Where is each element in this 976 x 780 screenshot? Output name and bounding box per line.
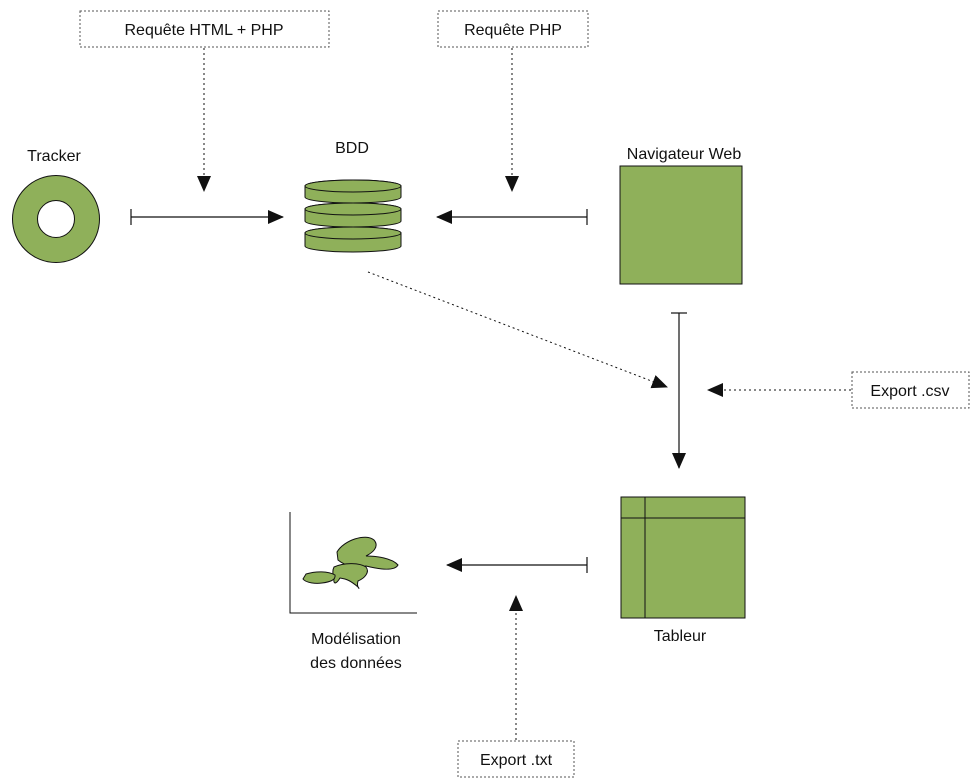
tableur-node: Tableur [620, 496, 746, 645]
arrow-tableur-to-modelisation [446, 557, 588, 573]
navigateur-node: Navigateur Web [619, 146, 743, 285]
annotation-requete-html-php: Requête HTML + PHP [79, 10, 330, 48]
annotation-export-txt: Export .txt [457, 740, 575, 778]
bdd-node: BDD [304, 140, 402, 253]
annotation-requete-php: Requête PHP [437, 10, 589, 48]
arrow-tracker-to-bdd [130, 209, 284, 225]
annotation-export-csv: Export .csv [851, 371, 970, 409]
annotation-export-csv-label: Export .csv [870, 383, 949, 400]
modelisation-node: Modélisation des données [289, 512, 417, 672]
tableur-label: Tableur [654, 628, 707, 645]
ring-icon [12, 175, 100, 263]
scatter-plot-icon [289, 512, 417, 614]
database-icon [304, 179, 402, 253]
bdd-label: BDD [335, 140, 369, 157]
annotation-export-txt-label: Export .txt [480, 752, 553, 769]
tracker-node: Tracker [12, 148, 100, 263]
navigateur-label: Navigateur Web [627, 146, 742, 163]
tracker-label: Tracker [27, 148, 81, 165]
modelisation-label-line2: des données [310, 655, 402, 672]
arrow-bdd-to-tableur [367, 271, 668, 389]
arrow-navigateur-to-tableur [671, 312, 687, 469]
arrow-navigateur-to-bdd [436, 209, 588, 225]
modelisation-label-line1: Modélisation [311, 631, 401, 648]
annotation-requete-php-label: Requête PHP [464, 22, 562, 39]
annotation-requete-html-php-label: Requête HTML + PHP [124, 22, 283, 39]
browser-window-icon [619, 165, 743, 285]
spreadsheet-icon [620, 496, 746, 619]
